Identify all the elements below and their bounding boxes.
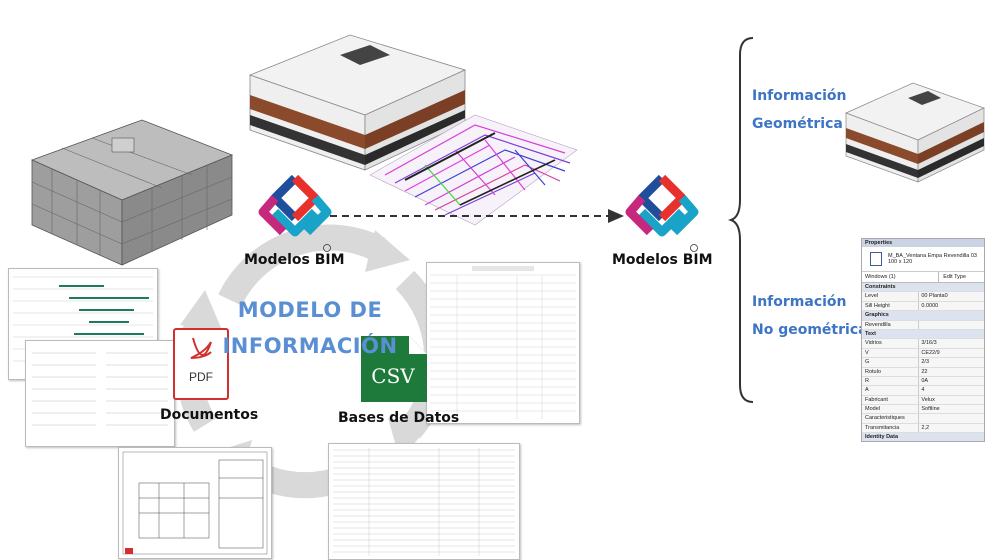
property-value[interactable] xyxy=(918,320,984,329)
property-key: G xyxy=(865,359,870,366)
property-key: Graphics xyxy=(865,312,889,319)
pdf-badge: PDF xyxy=(189,370,213,384)
properties-panel: Properties M_BA_Ventana Empa Revendilla … xyxy=(861,238,985,442)
property-row: Model Softline xyxy=(862,405,984,415)
bim-label-right: Modelos BIM xyxy=(612,252,713,268)
property-row: Level 00 Planta0 xyxy=(862,292,984,302)
databases-label: Bases de Datos xyxy=(338,410,460,426)
family-size: 100 x 120 xyxy=(888,259,913,265)
property-row: V CE22/9 xyxy=(862,348,984,359)
property-section: Graphics xyxy=(862,311,984,321)
property-key: Constraints xyxy=(865,284,896,290)
property-value[interactable]: 0A xyxy=(918,376,984,386)
family-name: M_BA_Ventana Empa Revendilla 03 xyxy=(888,253,977,259)
pdf-file-icon: PDF xyxy=(173,328,229,400)
property-value[interactable]: 00 Planta0 xyxy=(918,292,984,301)
window-family-icon xyxy=(870,252,882,266)
properties-header: Properties xyxy=(862,239,984,247)
property-key: Caracteristiques xyxy=(865,415,905,422)
property-row: Transmitancia 2,2 xyxy=(862,423,984,434)
property-value[interactable]: Softline xyxy=(918,405,984,414)
property-key: Level xyxy=(865,293,879,300)
property-key: Rotulo xyxy=(865,368,881,375)
property-value[interactable]: 2,2 xyxy=(918,423,984,433)
mep-model-image xyxy=(369,114,578,226)
property-row: Sill Height 0.0000 xyxy=(862,301,984,312)
curly-brace xyxy=(728,37,754,403)
property-key: R xyxy=(865,377,869,384)
geometric-model-image xyxy=(845,82,985,183)
property-key: Fabricant xyxy=(865,396,888,403)
property-row: Caracteristiques xyxy=(862,414,984,424)
center-title: MODELO DE INFORMACIÓN xyxy=(222,298,398,358)
type-selector[interactable]: Windows (1) xyxy=(862,272,940,282)
bim-label-left: Modelos BIM xyxy=(244,252,345,268)
dashed-arrow xyxy=(330,209,624,223)
property-value[interactable]: 3/16/3 xyxy=(918,339,984,348)
property-value[interactable]: 2/3 xyxy=(918,358,984,367)
property-value[interactable]: 4 xyxy=(918,386,984,395)
property-section: Constraints xyxy=(862,283,984,293)
documents-label: Documentos xyxy=(160,407,259,423)
property-value[interactable]: Velux xyxy=(918,395,984,405)
property-key: Revendilla xyxy=(865,321,891,328)
property-row: Fabricant Velux xyxy=(862,395,984,406)
csv-badge: CSV xyxy=(371,364,415,388)
data-list-document xyxy=(328,443,520,560)
property-value[interactable]: CE22/9 xyxy=(918,348,984,358)
property-section: Identity Data xyxy=(862,433,984,441)
property-row: Vidrios 3/16/3 xyxy=(862,339,984,349)
property-row: Rotulo 22 xyxy=(862,367,984,377)
ifc-logo-left xyxy=(258,174,332,252)
ifc-logo-right xyxy=(625,174,699,252)
property-row: G 2/3 xyxy=(862,358,984,368)
property-row: Revendilla xyxy=(862,320,984,330)
property-value[interactable] xyxy=(918,414,984,423)
property-key: Identity Data xyxy=(865,434,899,441)
property-key: Transmitancia xyxy=(865,424,900,431)
structure-model-image xyxy=(30,119,234,266)
property-section: Text xyxy=(862,329,984,340)
property-value[interactable]: 22 xyxy=(918,367,984,376)
architectural-model-image xyxy=(248,34,467,171)
edit-type-button[interactable]: Edit Type xyxy=(943,274,967,280)
database-table-document xyxy=(426,262,580,424)
csv-file-icon: CSV xyxy=(357,332,429,404)
property-row: R 0A xyxy=(862,376,984,387)
property-value[interactable]: 0.0000 xyxy=(918,301,984,311)
property-key: Vidrios xyxy=(865,340,882,347)
property-key: Text xyxy=(865,330,876,337)
document-sheet-1 xyxy=(25,340,175,447)
property-key: A xyxy=(865,387,869,394)
property-key: Model xyxy=(865,406,880,413)
property-key: V xyxy=(865,349,869,356)
technical-drawing-document xyxy=(118,447,272,559)
property-key: Sill Height xyxy=(865,302,890,309)
